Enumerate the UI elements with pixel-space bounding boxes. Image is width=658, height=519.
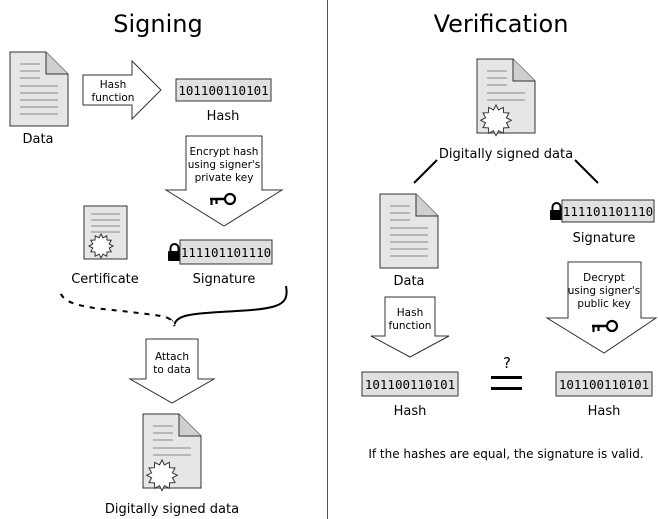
attach-line2: to data (153, 364, 191, 376)
hash-function-line2: function (92, 92, 135, 104)
verify-hash-left-box: 101100110101 (361, 371, 459, 397)
verify-hash-right-value: 101100110101 (559, 377, 649, 392)
decrypt-line2: using signer's (568, 285, 641, 297)
verify-signature-box: 111101101110 (561, 199, 655, 223)
join-brace-dash (58, 287, 176, 327)
hash-function-arrow: Hash function (82, 59, 162, 121)
hash-label: Hash (207, 109, 240, 124)
equality-question: ? (491, 354, 522, 390)
verify-signed-data-label: Digitally signed data (439, 147, 573, 162)
decrypt-line3: public key (577, 298, 630, 310)
equals-bar-bottom (491, 387, 522, 390)
decrypt-arrow: Decrypt using signer's public key (545, 261, 658, 354)
equals-bar-top (491, 376, 522, 379)
certificate-icon (83, 205, 128, 260)
verify-signature-label: Signature (573, 231, 636, 246)
verification-title: Verification (434, 10, 569, 38)
verify-hash-right-label: Hash (588, 404, 621, 419)
signature-label: Signature (193, 272, 256, 287)
verify-hash-right-box: 101100110101 (555, 371, 653, 397)
padlock-icon (167, 243, 182, 262)
verify-signature-value: 111101101110 (563, 204, 653, 219)
verify-hash-function-line2: function (389, 320, 432, 332)
encrypt-hash-arrow: Encrypt hash using signer's private key (164, 135, 284, 227)
verify-padlock-icon (549, 202, 564, 221)
split-line-left (413, 159, 438, 184)
signing-data-label: Data (22, 132, 53, 147)
signature-box: 111101101110 (179, 239, 273, 265)
signed-document-icon (142, 413, 202, 492)
hash-value: 101100110101 (178, 83, 268, 98)
verify-hash-left-label: Hash (394, 404, 427, 419)
verify-hash-function-line1: Hash (397, 307, 423, 319)
join-brace (58, 285, 288, 327)
signature-value: 111101101110 (181, 245, 271, 260)
verify-signed-document-icon (476, 58, 536, 137)
verify-hash-function-arrow: Hash function (370, 296, 450, 358)
verify-hash-left-value: 101100110101 (365, 377, 455, 392)
question-mark: ? (503, 354, 511, 372)
verify-data-label: Data (393, 274, 424, 289)
hash-function-line1: Hash (100, 79, 126, 91)
split-line-right (574, 159, 599, 184)
data-document-icon (9, 51, 69, 127)
encrypt-line1: Encrypt hash (190, 146, 259, 158)
signing-signed-data-label: Digitally signed data (105, 502, 239, 517)
hash-box: 101100110101 (175, 78, 272, 102)
verify-data-document-icon (379, 193, 439, 269)
attach-to-data-arrow: Attach to data (128, 338, 216, 404)
decrypt-line1: Decrypt (583, 272, 625, 284)
encrypt-line3: private key (195, 172, 254, 184)
encrypt-line2: using signer's (188, 159, 261, 171)
signing-title: Signing (113, 10, 202, 38)
attach-line1: Attach (155, 351, 189, 363)
verification-conclusion: If the hashes are equal, the signature i… (368, 447, 643, 461)
certificate-label: Certificate (71, 272, 139, 287)
